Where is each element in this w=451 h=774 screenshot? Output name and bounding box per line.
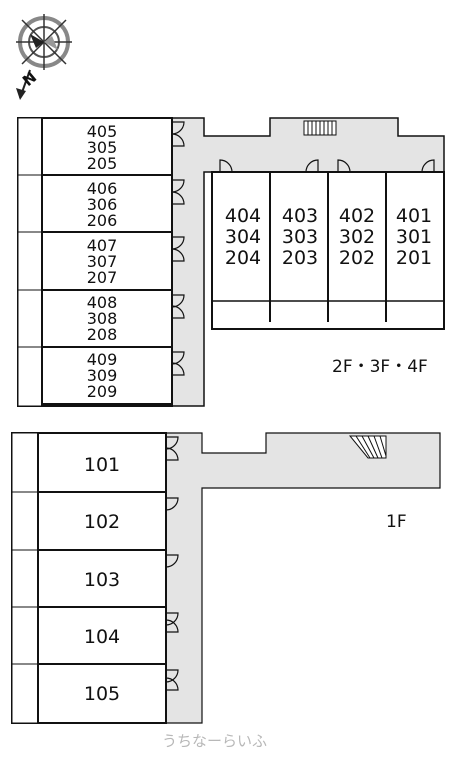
unit-label-403: 403 — [282, 205, 318, 227]
unit-label-207: 207 — [87, 268, 118, 287]
unit-label-407: 407 — [87, 236, 118, 255]
unit-label-302: 302 — [339, 226, 375, 248]
unit-label-303: 303 — [282, 226, 318, 248]
watermark-logo: うちなーらいふ — [162, 732, 267, 750]
upper-east-unit-labels: 404 304 204 403 303 203 402 302 202 401 … — [225, 205, 432, 269]
first-floor-plan: 101 102 103 104 105 1F — [11, 432, 441, 724]
unit-label-104: 104 — [84, 626, 120, 648]
upper-west-unit-labels: 405 305 205 406 306 206 407 307 207 408 … — [87, 122, 118, 401]
west-unit-dividers — [41, 117, 173, 406]
unit-label-101: 101 — [84, 454, 120, 476]
first-floor-unit-dividers — [37, 433, 167, 723]
upper-floors-plan: 405 305 205 406 306 206 407 307 207 408 … — [17, 117, 445, 407]
unit-label-301: 301 — [396, 226, 432, 248]
unit-label-309: 309 — [87, 366, 118, 385]
unit-label-307: 307 — [87, 252, 118, 271]
unit-label-105: 105 — [84, 683, 120, 705]
unit-label-201: 201 — [396, 247, 432, 269]
unit-label-401: 401 — [396, 205, 432, 227]
unit-label-409: 409 — [87, 350, 118, 369]
unit-label-408: 408 — [87, 293, 118, 312]
unit-label-305: 305 — [87, 138, 118, 157]
unit-label-208: 208 — [87, 325, 118, 344]
west-door-arcs — [171, 121, 185, 376]
first-floor-corridor — [165, 432, 441, 724]
compass-rose-icon: N — [16, 14, 72, 100]
first-floor-door-arcs — [165, 436, 179, 691]
compass-north-label: N — [19, 68, 40, 90]
unit-label-103: 103 — [84, 569, 120, 591]
unit-label-209: 209 — [87, 382, 118, 401]
upper-staircase — [303, 120, 337, 136]
unit-label-204: 204 — [225, 247, 261, 269]
upper-floors-label: 2F・3F・4F — [332, 357, 428, 377]
unit-label-405: 405 — [87, 122, 118, 141]
unit-label-206: 206 — [87, 211, 118, 230]
unit-label-202: 202 — [339, 247, 375, 269]
first-floor-unit-labels: 101 102 103 104 105 — [84, 454, 120, 705]
unit-label-406: 406 — [87, 179, 118, 198]
east-door-arcs — [219, 159, 435, 173]
unit-label-203: 203 — [282, 247, 318, 269]
first-floor-label: 1F — [386, 512, 407, 532]
unit-label-102: 102 — [84, 511, 120, 533]
first-floor-staircase — [348, 435, 387, 459]
upper-corridor — [171, 117, 445, 407]
unit-label-402: 402 — [339, 205, 375, 227]
unit-label-205: 205 — [87, 154, 118, 173]
unit-label-306: 306 — [87, 195, 118, 214]
unit-label-404: 404 — [225, 205, 261, 227]
unit-label-304: 304 — [225, 226, 261, 248]
east-unit-dividers — [269, 172, 387, 322]
unit-label-308: 308 — [87, 309, 118, 328]
